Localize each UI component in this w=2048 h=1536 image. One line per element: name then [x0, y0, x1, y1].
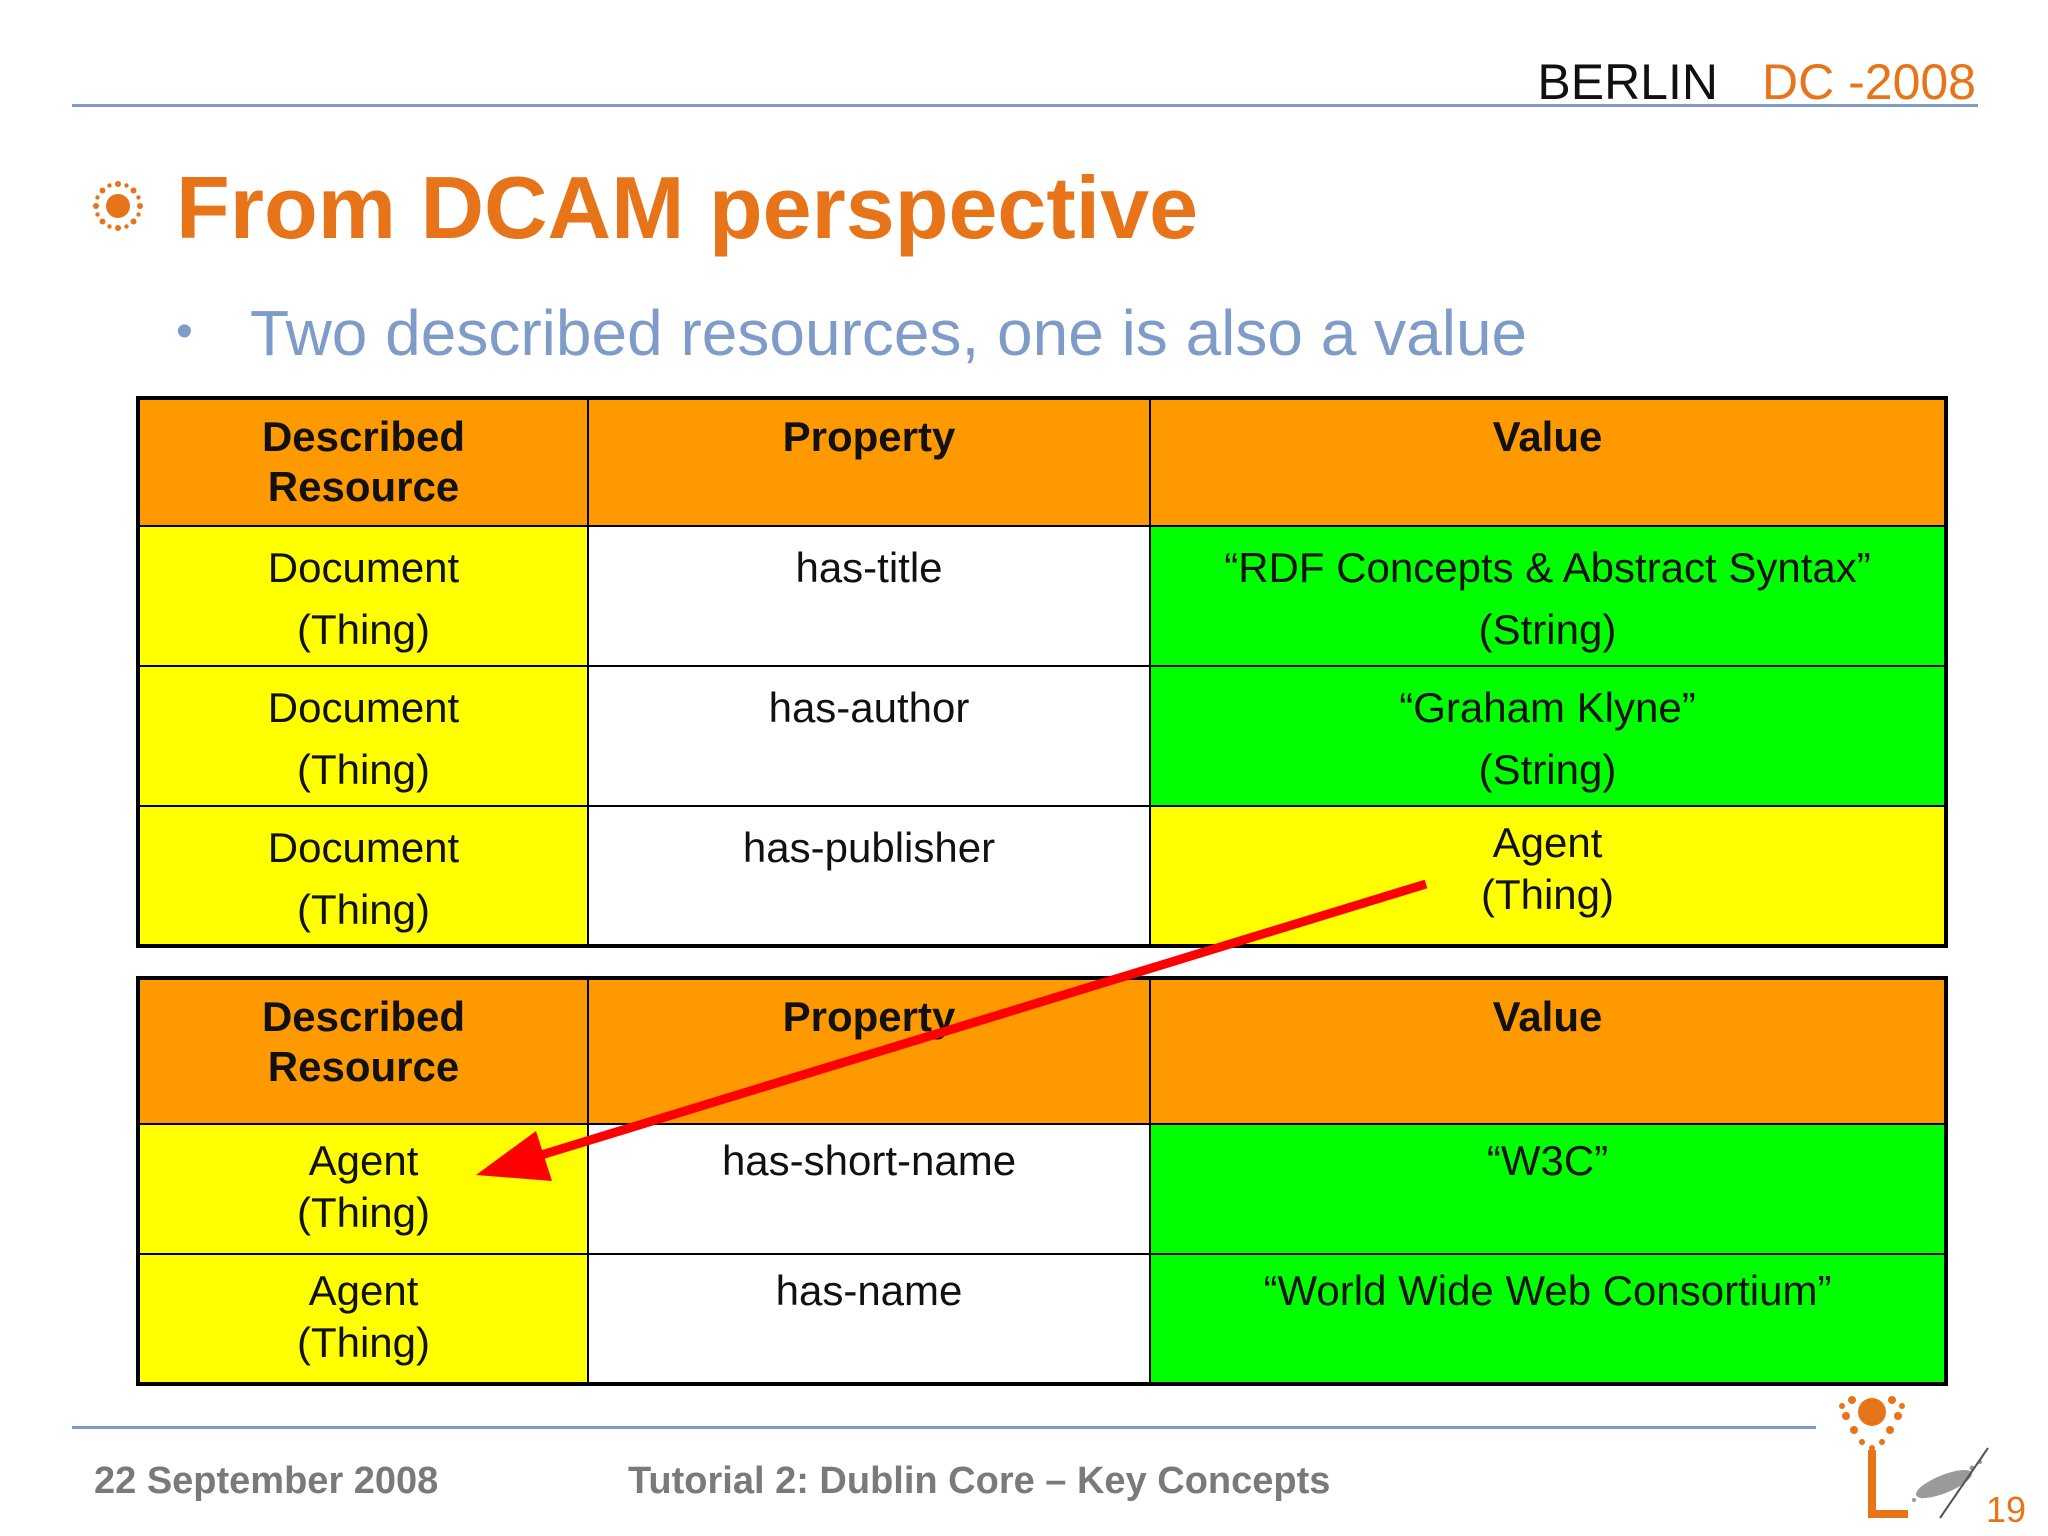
property-cell: has-name	[587, 1253, 1151, 1385]
header-described-resource: Described Resource	[137, 397, 589, 527]
header-property: Property	[587, 397, 1151, 527]
property-cell: has-publisher	[587, 805, 1151, 947]
agent-description-table: Described Resource Property Value Agent …	[136, 976, 1948, 1386]
described-resource-cell: Document (Thing)	[137, 665, 589, 807]
table-row: Agent (Thing) has-name “World Wide Web C…	[137, 1253, 1947, 1385]
value-cell: “World Wide Web Consortium”	[1149, 1253, 1947, 1385]
dublin-core-logo-icon	[1839, 1396, 1989, 1519]
bullet-marker: •	[176, 305, 193, 358]
header-property: Property	[587, 977, 1151, 1125]
agent-value-cell: Agent (Thing)	[1149, 805, 1947, 947]
table-header-row: Described Resource Property Value	[137, 977, 1947, 1125]
footer-tutorial-title: Tutorial 2: Dublin Core – Key Concepts	[628, 1460, 1331, 1502]
value-cell: “Graham Klyne” (String)	[1149, 665, 1947, 807]
header-city: BERLIN	[1537, 54, 1718, 110]
value-cell: “RDF Concepts & Abstract Syntax” (String…	[1149, 525, 1947, 667]
footer-date: 22 September 2008	[94, 1460, 439, 1502]
table-row: Document (Thing) has-publisher Agent (Th…	[137, 805, 1947, 947]
header-described-resource: Described Resource	[137, 977, 589, 1125]
header-brand: BERLIN DC -2008	[1537, 52, 1976, 112]
value-cell: “W3C”	[1149, 1123, 1947, 1255]
described-resource-cell: Document (Thing)	[137, 805, 589, 947]
described-resource-cell: Document (Thing)	[137, 525, 589, 667]
header-conference: DC -2008	[1762, 54, 1976, 110]
page-number: 19	[1986, 1489, 2027, 1530]
described-resource-cell: Agent (Thing)	[137, 1253, 589, 1385]
table-row: Agent (Thing) has-short-name “W3C”	[137, 1123, 1947, 1255]
property-cell: has-short-name	[587, 1123, 1151, 1255]
property-cell: has-title	[587, 525, 1151, 667]
property-cell: has-author	[587, 665, 1151, 807]
described-resource-cell: Agent (Thing)	[137, 1123, 589, 1255]
document-description-table: Described Resource Property Value Docume…	[136, 396, 1948, 948]
header-value: Value	[1149, 977, 1947, 1125]
slide-title: From DCAM perspective	[176, 158, 1199, 257]
header-value: Value	[1149, 397, 1947, 527]
footer-divider	[72, 1426, 1816, 1429]
bullet-text: Two described resources, one is also a v…	[250, 297, 1528, 369]
table-row: Document (Thing) has-author “Graham Klyn…	[137, 665, 1947, 807]
header-divider	[72, 104, 1978, 107]
sunburst-bullet-icon	[93, 181, 143, 231]
table-row: Document (Thing) has-title “RDF Concepts…	[137, 525, 1947, 667]
table-header-row: Described Resource Property Value	[137, 397, 1947, 527]
